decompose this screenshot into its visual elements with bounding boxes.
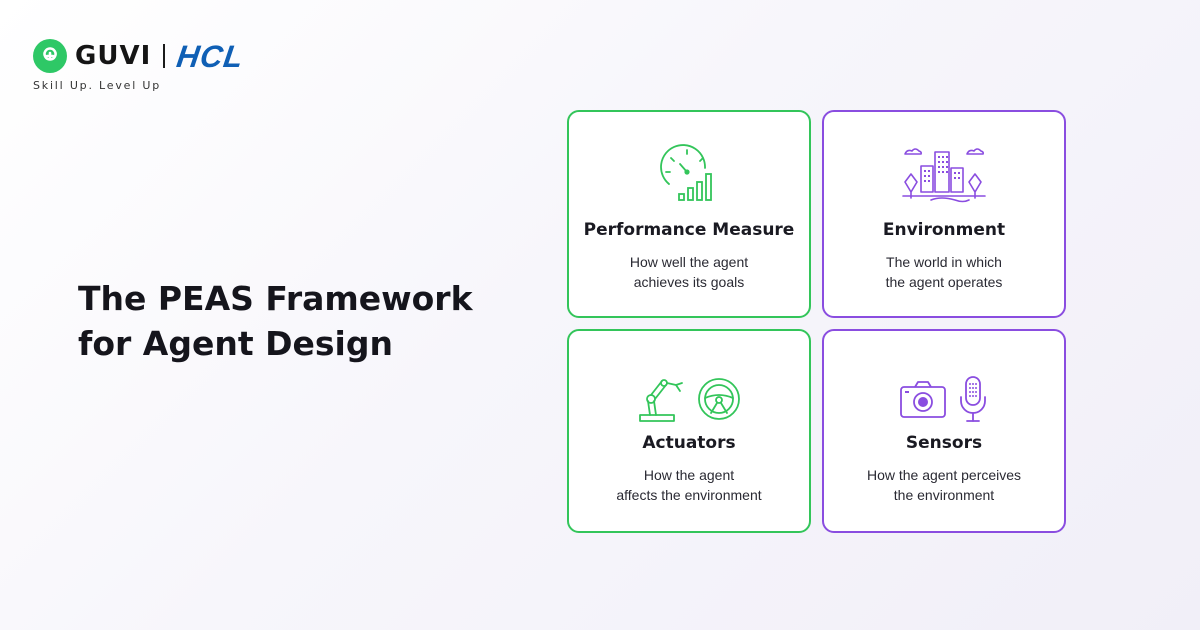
- city-icon: [902, 148, 986, 203]
- card-icon-group: [899, 375, 989, 423]
- card-icon-group: [901, 142, 987, 206]
- card-description: How the agent perceives the environment: [844, 465, 1044, 505]
- card-actuators: Actuators How the agent affects the envi…: [567, 329, 811, 533]
- card-performance-measure: Performance Measure How well the agent a…: [567, 110, 811, 318]
- card-description: How well the agent achieves its goals: [589, 252, 789, 292]
- guvi-logo-icon: [33, 39, 67, 73]
- card-description-line-2: the environment: [893, 487, 995, 503]
- page-title: The PEAS Framework for Agent Design: [78, 276, 518, 366]
- card-icon-group: [659, 142, 719, 206]
- steering-wheel-icon: [698, 378, 740, 420]
- page-title-line-1: The PEAS Framework: [78, 279, 473, 318]
- brand-divider: [163, 44, 165, 68]
- card-description-line-2: achieves its goals: [633, 274, 745, 290]
- camera-icon: [900, 381, 946, 418]
- card-description: The world in which the agent operates: [844, 252, 1044, 292]
- card-title: Sensors: [905, 433, 983, 453]
- brand-logos: GUVI HCL: [33, 38, 333, 74]
- card-description-line-1: How the agent perceives: [866, 467, 1022, 483]
- page-title-line-2: for Agent Design: [78, 324, 393, 363]
- card-title: Environment: [882, 220, 1006, 240]
- card-description: How the agent affects the environment: [589, 465, 789, 505]
- card-title: Actuators: [642, 433, 736, 453]
- card-icon-group: [636, 375, 742, 423]
- microphone-icon: [960, 376, 986, 422]
- card-description-line-2: the agent operates: [885, 274, 1003, 290]
- card-description-line-2: affects the environment: [616, 487, 762, 503]
- card-description-line-1: The world in which: [886, 254, 1002, 270]
- speedometer-bar-chart-icon: [660, 144, 712, 201]
- brand-header: GUVI HCL Skill Up. Level Up: [33, 38, 333, 98]
- card-description-line-1: How well the agent: [629, 254, 749, 270]
- hcl-logo-text: HCL: [174, 38, 246, 74]
- guvi-logo-text: GUVI: [75, 41, 152, 71]
- card-description-line-1: How the agent: [643, 467, 735, 483]
- card-environment: Environment The world in which the agent…: [822, 110, 1066, 318]
- card-sensors: Sensors How the agent perceives the envi…: [822, 329, 1066, 533]
- brand-tagline: Skill Up. Level Up: [33, 79, 162, 92]
- card-title: Performance Measure: [583, 220, 795, 240]
- robot-arm-icon: [639, 379, 683, 422]
